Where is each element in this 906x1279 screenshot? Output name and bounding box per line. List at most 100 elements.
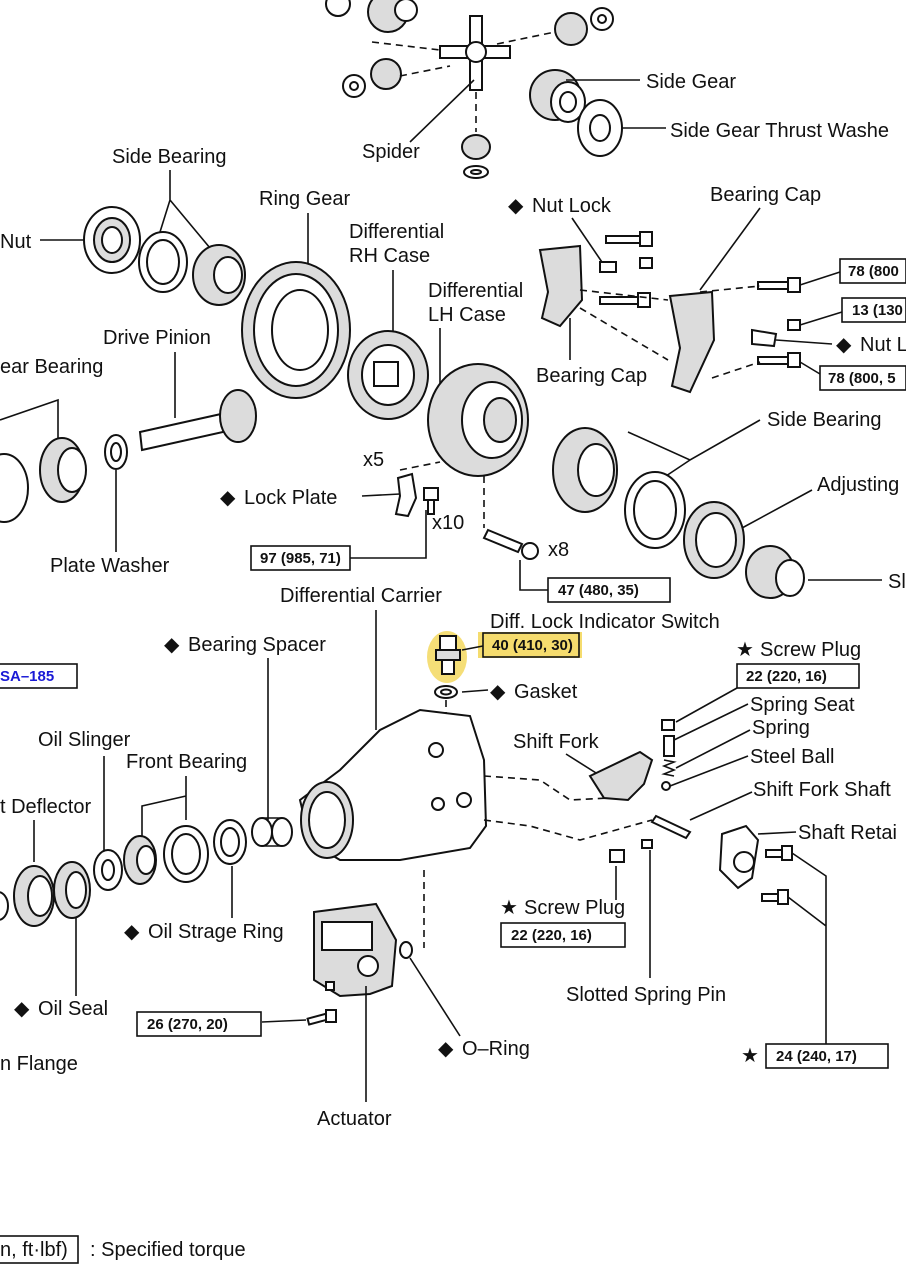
screw-plug-label-bottom: Screw Plug [524, 897, 625, 919]
oil-seal-label: Oil Seal [38, 998, 108, 1020]
page-reference-box [0, 663, 78, 689]
spring-label: Spring [752, 717, 810, 739]
torque-78-b: 78 (800, 5 [828, 370, 896, 387]
differential-carrier-label: Differential Carrier [280, 585, 442, 607]
spider-label: Spider [362, 141, 420, 163]
gasket-label: Gasket [514, 681, 578, 703]
torque-40: 40 (410, 30) [492, 637, 573, 654]
x10-label: x10 [432, 512, 464, 534]
deflector-label: t Deflector [0, 796, 91, 818]
star-24: ★ [741, 1045, 759, 1067]
plate-washer-part [104, 434, 128, 470]
screw-plug-star-top: ★ [736, 639, 754, 661]
o-ring-part [399, 941, 413, 959]
torque-box-24 [765, 1043, 889, 1069]
oil-slinger-label: Oil Slinger [38, 729, 131, 751]
shift-fork-shaft-label: Shift Fork Shaft [753, 779, 891, 801]
torque-box-13 [841, 297, 906, 323]
diff-lh-case-label-1: Differential [428, 280, 523, 302]
bearing-spacer-label: Bearing Spacer [188, 634, 326, 656]
actuator-part [313, 902, 398, 998]
torque-22-b: 22 (220, 16) [511, 927, 592, 944]
nut-part [83, 206, 141, 274]
slotted-spring-pin-label: Slotted Spring Pin [566, 984, 726, 1006]
front-bearing-label: Front Bearing [126, 751, 247, 773]
diff-lh-case-part [427, 363, 529, 477]
shaft-retainer-part [718, 824, 793, 905]
indicator-switch-part [435, 635, 461, 675]
torque-22-a: 22 (220, 16) [746, 668, 827, 685]
ring-gear-label: Ring Gear [259, 188, 350, 210]
diff-rh-case-label-1: Differential [349, 221, 444, 243]
plate-washer-label: Plate Washer [50, 555, 170, 577]
lock-plate-diamond: ◆ [220, 487, 236, 509]
legend-unit-text: n, ft·lbf) [0, 1239, 68, 1261]
side-gear-thrust-washer-label: Side Gear Thrust Washe [670, 120, 889, 142]
gasket-part [434, 685, 458, 699]
torque-13: 13 (130 [852, 302, 903, 319]
diff-lh-case-label-2: LH Case [428, 304, 506, 326]
torque-24: 24 (240, 17) [776, 1048, 857, 1065]
lock-plate-part [394, 472, 439, 518]
right-seal-part [745, 545, 805, 599]
bearing-cap-left-part [538, 244, 584, 328]
adjusting-nut-part [683, 501, 745, 579]
page-reference-link[interactable]: SA–185 [0, 668, 54, 685]
flange-label: n Flange [0, 1053, 78, 1075]
rear-bearing-part [0, 437, 87, 523]
diff-rh-case-label-2: RH Case [349, 245, 430, 267]
side-bearing-right-part [552, 427, 686, 549]
diff-rh-case-part [347, 330, 429, 420]
drive-pinion-label: Drive Pinion [103, 327, 211, 349]
torque-47: 47 (480, 35) [558, 582, 639, 599]
oil-seal-diamond: ◆ [14, 998, 30, 1020]
gasket-diamond: ◆ [490, 681, 506, 703]
sl-label: Sl [888, 571, 906, 593]
torque-97: 97 (985, 71) [260, 550, 341, 567]
oil-strage-ring-diamond: ◆ [124, 921, 140, 943]
rear-bearing-label: ear Bearing [0, 356, 103, 378]
front-bearing-stack-part [0, 819, 247, 927]
bearing-cap-right-part [668, 290, 716, 394]
shift-fork-label: Shift Fork [513, 731, 600, 753]
torque-box-78-a [839, 258, 906, 284]
steel-ball-label: Steel Ball [750, 746, 835, 768]
x5-label: x5 [363, 449, 384, 471]
torque-box-22-a [736, 663, 860, 689]
drive-pinion-part [138, 389, 257, 452]
side-bearing-label-top: Side Bearing [112, 146, 227, 168]
torque-box-40 [482, 632, 580, 658]
differential-carrier-part [298, 708, 488, 861]
bearing-cap-label-mid: Bearing Cap [536, 365, 647, 387]
oil-strage-ring-label: Oil Strage Ring [148, 921, 284, 943]
screw-plug-label-top: Screw Plug [760, 639, 861, 661]
o-ring-diamond: ◆ [438, 1038, 454, 1060]
nut-lock-label-right: Nut L [860, 334, 906, 356]
nut-lock-diamond-right: ◆ [836, 334, 852, 356]
screw-plug-star-bottom: ★ [500, 897, 518, 919]
legend-unit-box [0, 1235, 79, 1264]
torque-box-47 [547, 577, 671, 603]
shaft-retainer-label: Shaft Retai [798, 822, 897, 844]
legend-torque-text: : Specified torque [90, 1239, 246, 1261]
side-bearing-label-right: Side Bearing [767, 409, 882, 431]
torque-78-a: 78 (800 [848, 263, 899, 280]
torque-box-22-b [500, 922, 626, 948]
actuator-bolt-part [306, 1009, 337, 1026]
lock-plate-label: Lock Plate [244, 487, 337, 509]
x8-label: x8 [548, 539, 569, 561]
screw-plug-bottom-part [609, 839, 653, 863]
diff-lock-switch-label: Diff. Lock Indicator Switch [490, 611, 720, 633]
torque-box-78-b [819, 365, 906, 391]
torque-26: 26 (270, 20) [147, 1016, 228, 1033]
shift-fork-group-part [588, 719, 692, 840]
side-bearing-outer-race-top [138, 231, 188, 293]
bearing-cap-label-top: Bearing Cap [710, 184, 821, 206]
nut-lock-label-top: Nut Lock [532, 195, 612, 217]
spring-seat-label: Spring Seat [750, 694, 855, 716]
o-ring-label: O–Ring [462, 1038, 530, 1060]
ring-gear-part [241, 261, 351, 399]
side-gear-label: Side Gear [646, 71, 736, 93]
side-bearing-cone-top [192, 244, 246, 306]
torque-box-26 [136, 1011, 262, 1037]
